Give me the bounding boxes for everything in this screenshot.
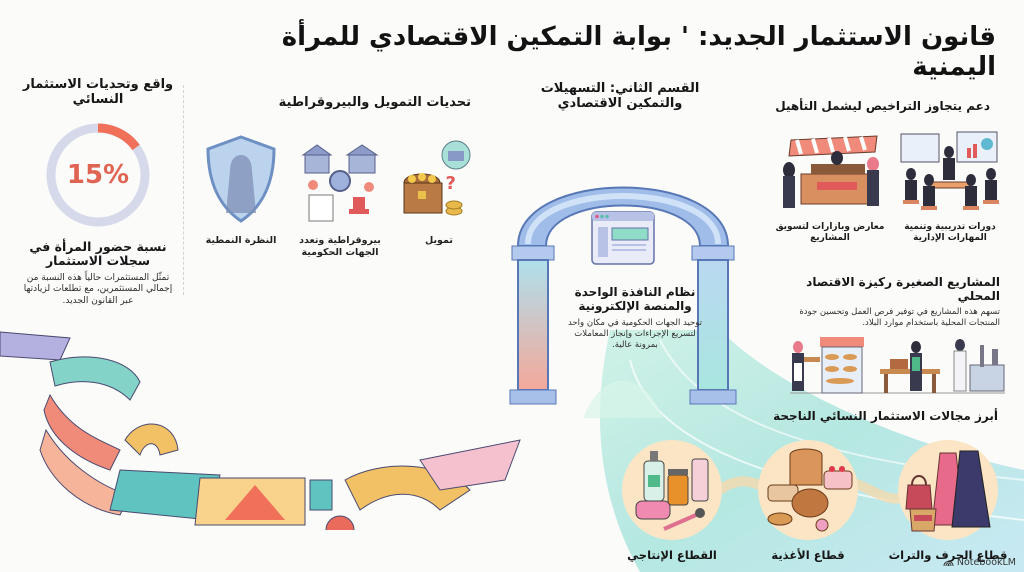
bureaucracy-icon [301,144,379,222]
brand-label: NotebookLM [956,557,1016,568]
support-item-label: دورات تدريبية وتنمية المهارات الإدارية [904,221,996,244]
brand-watermark: NotebookLM [943,557,1016,568]
shield-icon [206,135,276,223]
sector-label: قطاع الأغذية [771,548,845,562]
support-item-label: معارض وبازارات لتسويق المشاريع [775,221,885,244]
challenge-label: تمويل [425,234,453,246]
section-two-header: القسم الثاني: التسهيلات والتمكين الاقتصا… [520,81,720,112]
training-icon [900,131,999,210]
challenge-label: النظرة النمطية [205,234,277,246]
challenge-stereotype: النظرة النمطية [195,133,287,259]
support-heading: دعم يتجاوز التراخيص ليشمل التأهيل [775,99,990,113]
gateway-title: نظام النافذة الواحدة والمنصة الإلكترونية [574,285,696,313]
sector-label: القطاع الإنتاجي [627,548,717,562]
challenge-label: بيروقراطية وتعدد الجهات الحكومية [299,234,381,258]
small-projects-section: المشاريع الصغيرة ركيزة الاقتصاد المحلي ت… [770,275,1010,399]
panel-heading: واقع وتحديات الاستثمار النسائي [22,77,174,107]
gateway-arch-illustration [509,186,737,418]
women-investment-panel: واقع وتحديات الاستثمار النسائي 15% نسبة … [18,77,178,308]
treasure-chest-icon: ? [403,140,471,216]
challenge-funding: ? تمويل [393,133,485,259]
challenge-bureaucracy: بيروقراطية وتعدد الجهات الحكومية [294,133,386,259]
section-divider [183,85,184,295]
bread-cake-icon [758,440,858,540]
gateway-description: توحيد الجهات الحكومية في مكان واحد لتسري… [567,317,703,350]
sector-label: قطاع الحرف والتراث [888,548,1008,562]
clothing-bags-icon [898,440,998,540]
challenges-heading: تحديات التمويل والبيروقراطية [278,95,471,110]
sectors-heading: أبرز مجالات الاستثمار النسائي الناجحة [773,409,998,423]
challenges-section: تحديات التمويل والبيروقراطية النظرة النم… [195,95,485,259]
sector-production: القطاع الإنتاجي [612,440,732,562]
stat-title: نسبة حضور المرأة في سجلات الاستثمار [29,238,167,269]
percentage-donut-chart: 15% [43,120,153,230]
market-stall-icon [783,135,879,208]
notebooklm-logo-icon [943,561,954,567]
sector-food: قطاع الأغذية [748,440,868,562]
page-title: قانون الاستثمار الجديد: ' بوابة التمكين … [281,22,997,82]
support-item-training: دورات تدريبية وتنمية المهارات الإدارية [895,130,1005,245]
cosmetics-icon [622,440,722,540]
stat-description: تمثّل المستثمرات حالياً هذه النسبة من إج… [23,272,173,306]
support-section: دعم يتجاوز التراخيص ليشمل التأهيل معارض … [770,99,1010,245]
patterned-puzzle-road [0,331,521,530]
section-two-heading: القسم الثاني: التسهيلات والتمكين الاقتصا… [540,81,700,111]
sector-crafts: قطاع الحرف والتراث [888,440,1008,562]
workshop-illustration [790,336,1005,394]
small-projects-heading: المشاريع الصغيرة ركيزة الاقتصاد المحلي [806,275,1000,303]
support-item-exhibitions: معارض وبازارات لتسويق المشاريع [775,130,885,245]
percentage-value: 15% [66,159,130,190]
svg-text:?: ? [446,173,456,194]
gateway-text-block: نظام النافذة الواحدة والمنصة الإلكترونية… [565,285,705,351]
small-projects-description: تسهم هذه المشاريع في توفير فرص العمل وتح… [799,306,1000,328]
